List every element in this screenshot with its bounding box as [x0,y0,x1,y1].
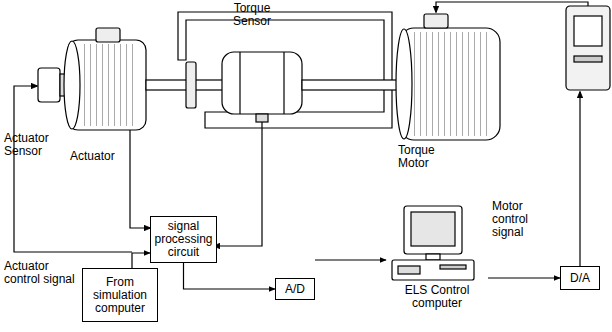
computer-node: ELS Control computer [386,204,488,316]
signal-name: Actuator control signal [4,260,84,286]
torque-sensor-body [222,52,302,122]
torque-signal-wire [214,122,262,246]
part-name: Actuator [70,150,140,163]
part-name: Torque Sensor [222,2,282,28]
actuator-control-wire [14,86,132,252]
converter-box: D/A [560,266,600,290]
node-text: From simulation computer [86,276,154,315]
sensor-wire [130,130,150,228]
part-name: Actuator Sensor [4,132,60,158]
node-text: ELS Control computer [386,284,488,310]
process-box: signal processing circuit [150,216,217,263]
signal-arrow [132,253,150,268]
coupling [186,62,196,108]
motor-control-wire [579,92,580,266]
signal-arrow [315,259,386,260]
motor-driver [566,6,610,90]
torque-motor [396,14,500,140]
shaft [302,80,402,90]
node-text: A/D [285,283,305,296]
source-box: From simulation computer [82,268,158,322]
node-text: D/A [570,272,590,285]
mounting-frame [178,12,392,128]
signal-arrow [488,277,560,278]
actuator-motor [64,28,146,130]
driver-output-wire [436,2,588,12]
signal-arrow [184,263,276,289]
signal-name: Motor control signal [492,200,552,239]
converter-box: A/D [275,278,315,300]
part-name: Torque Motor [398,144,454,170]
computer-illustration [392,206,474,280]
node-text: signal processing circuit [154,220,213,259]
